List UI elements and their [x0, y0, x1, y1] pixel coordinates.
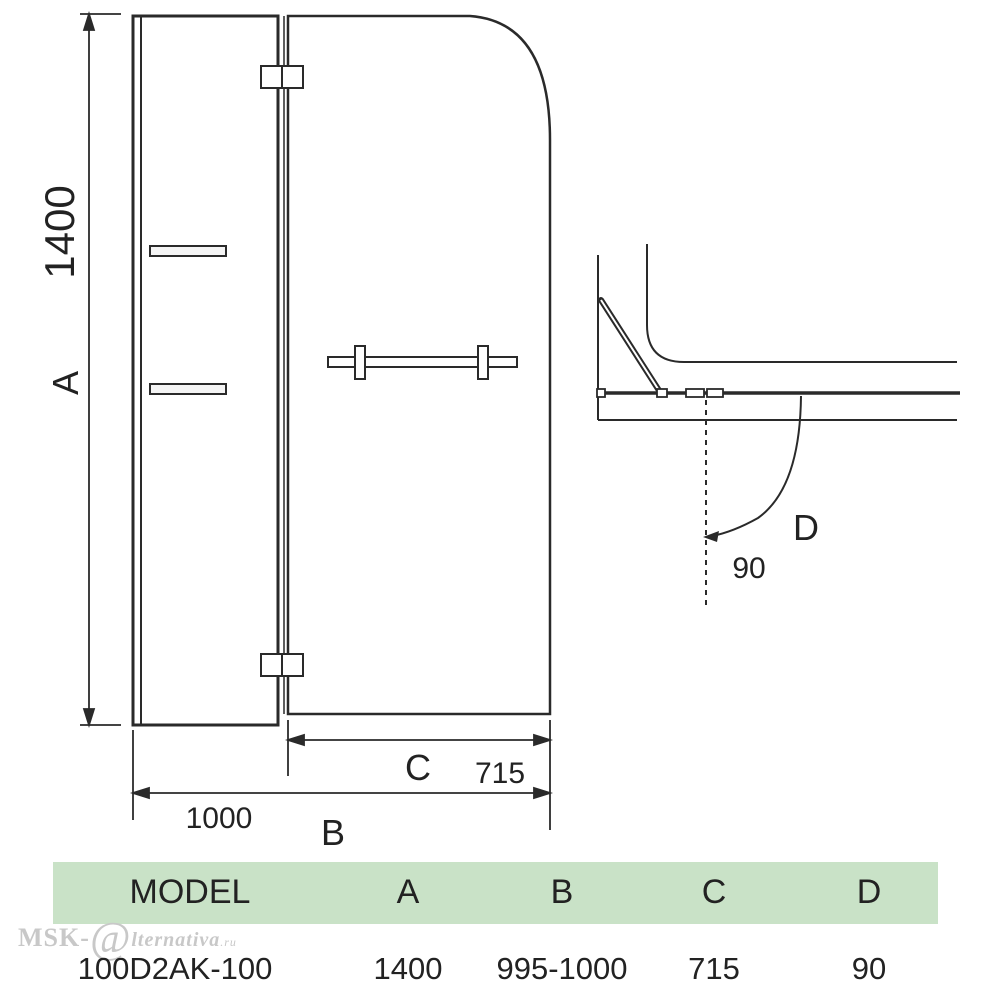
- height-letter-label: A: [45, 371, 86, 395]
- door-handle: [327, 345, 518, 380]
- table-header-b: B: [550, 873, 574, 911]
- total-width-dimension-line: [129, 730, 554, 820]
- angle-value-label: 90: [732, 552, 765, 585]
- table-cell-model: 100D2AK-100: [77, 951, 273, 986]
- hinge-bottom: [260, 653, 304, 677]
- watermark-name: lternativa: [131, 929, 221, 951]
- door-value-label: 715: [475, 757, 525, 790]
- watermark-prefix: MSK-: [18, 923, 90, 952]
- watermark: MSK-@lternativa.ru: [18, 912, 237, 963]
- total-width-value-label: 1000: [186, 802, 253, 835]
- watermark-at-sign: @: [89, 913, 132, 962]
- table-cell-a: 1400: [373, 951, 443, 986]
- panel-shelf-lower: [149, 383, 227, 395]
- watermark-domain: .ru: [220, 935, 237, 949]
- table-header-a: A: [396, 873, 420, 911]
- table-header-c: C: [701, 873, 727, 911]
- table-cell-b: 995-1000: [496, 951, 628, 986]
- swing-door-panel: [286, 14, 552, 716]
- table-header-model: MODEL: [129, 873, 251, 911]
- table-cell-d: 90: [851, 951, 887, 986]
- door-width-dimension-line: [284, 720, 554, 830]
- panel-shelf-upper: [149, 245, 227, 257]
- angle-letter-label: D: [793, 507, 819, 548]
- fixed-glass-panel: [131, 14, 280, 727]
- table-header-d: D: [856, 873, 882, 911]
- table-header-band: [53, 862, 938, 924]
- door-letter-label: C: [405, 747, 431, 788]
- total-width-letter-label: B: [321, 812, 345, 853]
- height-value-label: 1400: [36, 185, 83, 278]
- plan-view: [596, 244, 960, 610]
- height-dimension-line: [80, 10, 121, 729]
- table-cell-c: 715: [688, 951, 740, 986]
- hinge-top: [260, 65, 304, 89]
